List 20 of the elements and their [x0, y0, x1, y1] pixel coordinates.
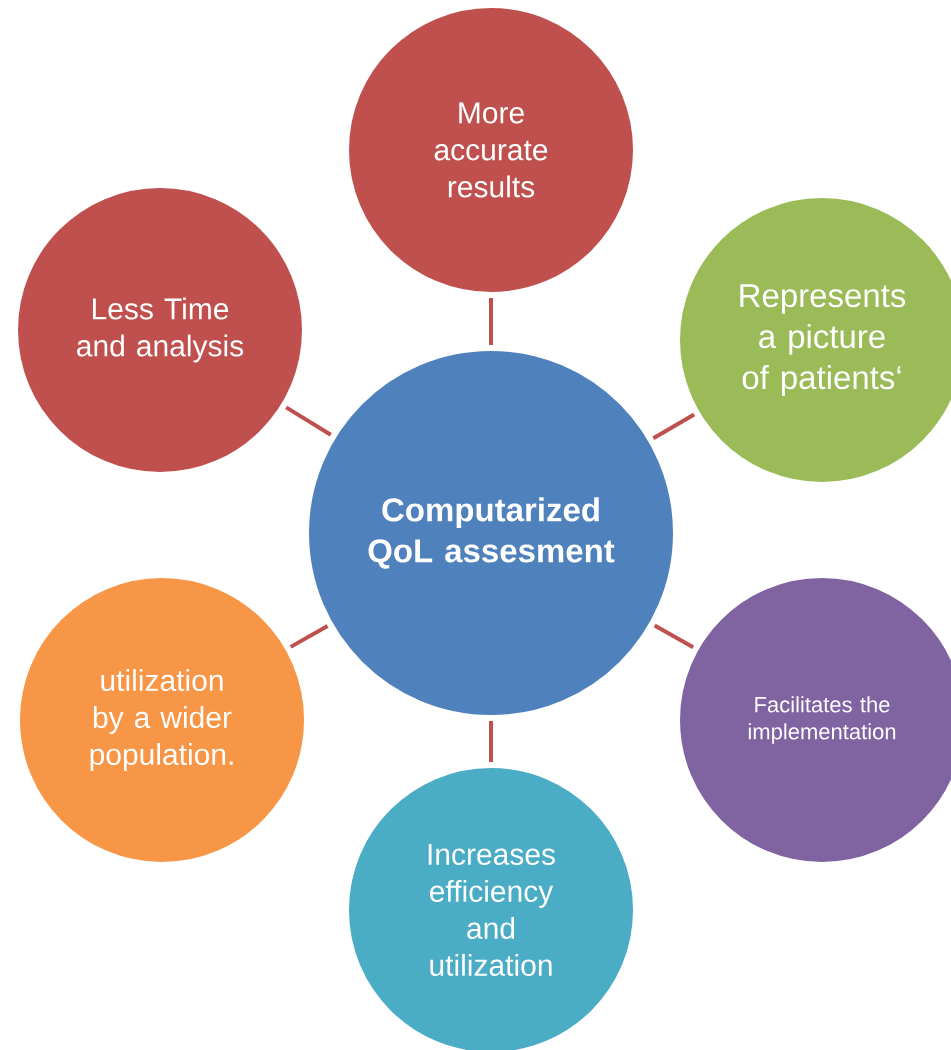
- circle-node: [678, 196, 951, 484]
- node-label: Less Time and analysis: [77, 297, 244, 363]
- circle-node: [18, 576, 306, 864]
- circle-node: [307, 349, 675, 717]
- node-label: Facilitates the implementation: [748, 696, 896, 744]
- connector-line: [489, 721, 493, 762]
- node-label: Computarized QoL assesment: [368, 497, 615, 569]
- connector-line: [653, 623, 695, 649]
- circle-node: [678, 576, 951, 864]
- circle-node: [347, 766, 635, 1050]
- node-label: utilization by a wider population.: [90, 669, 233, 771]
- connector-line: [285, 405, 332, 437]
- circle-node: [347, 6, 635, 294]
- connector-line: [489, 298, 493, 345]
- connector-line: [289, 624, 329, 649]
- node-label: Increases efficiency and utilization: [428, 844, 555, 976]
- connector-line: [652, 412, 696, 441]
- node-label: More accurate results: [434, 102, 548, 198]
- circle-node: [16, 186, 304, 474]
- node-label: Represents a picture of patients‘: [740, 284, 906, 396]
